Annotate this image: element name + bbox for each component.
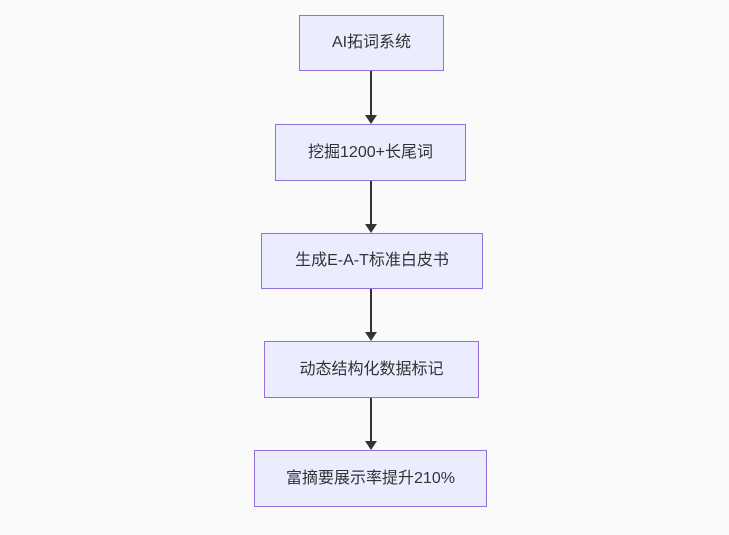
flow-node-longtail-mining: 挖掘1200+长尾词 bbox=[275, 124, 466, 181]
flow-node-label: 动态结构化数据标记 bbox=[299, 360, 444, 378]
arrow-head-icon bbox=[365, 224, 377, 233]
flow-node-structured-data: 动态结构化数据标记 bbox=[264, 341, 479, 398]
flow-node-rich-snippet-result: 富摘要展示率提升210% bbox=[254, 450, 487, 507]
arrow-head-icon bbox=[365, 332, 377, 341]
arrow-head-icon bbox=[365, 115, 377, 124]
flow-node-label: AI拓词系统 bbox=[331, 34, 412, 52]
arrow-head-icon bbox=[365, 441, 377, 450]
arrow-line bbox=[370, 398, 372, 442]
arrow-line bbox=[370, 289, 372, 333]
arrow-line bbox=[370, 181, 372, 225]
flow-node-label: 生成E-A-T标准白皮书 bbox=[295, 252, 449, 270]
flow-node-eat-whitepaper: 生成E-A-T标准白皮书 bbox=[261, 233, 483, 289]
arrow-line bbox=[370, 71, 372, 116]
flow-node-ai-system: AI拓词系统 bbox=[299, 15, 444, 71]
flow-node-label: 富摘要展示率提升210% bbox=[286, 469, 455, 487]
flow-node-label: 挖掘1200+长尾词 bbox=[308, 143, 433, 161]
